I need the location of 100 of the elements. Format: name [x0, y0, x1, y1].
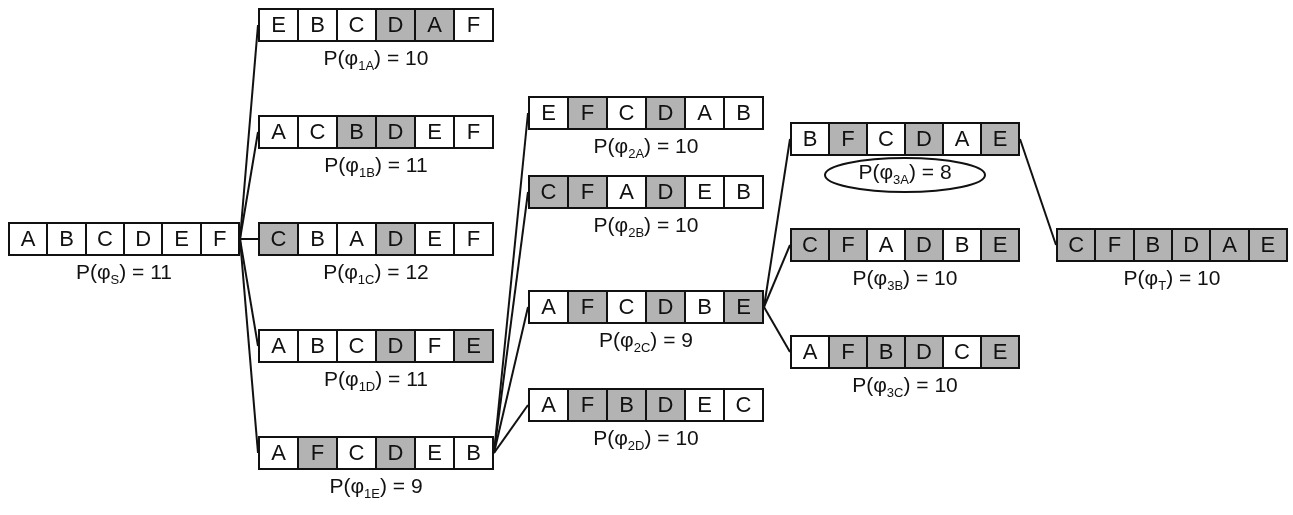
- letter-cell: B: [453, 438, 492, 468]
- letter-cell-text: A: [801, 338, 819, 366]
- probability-label: P(φ$_{S}$) = 11: [76, 260, 172, 288]
- connector-line: [763, 244, 791, 308]
- highlighted-letter-cell: D: [645, 177, 684, 207]
- letter-cell-text: A: [270, 118, 287, 146]
- highlighted-letter-cell: F: [828, 124, 866, 154]
- highlighted-letter-cell: D: [1171, 230, 1210, 260]
- letter-cell-text: A: [540, 391, 557, 419]
- letter-cell: E: [414, 438, 453, 468]
- highlighted-letter-cell: C: [530, 177, 567, 207]
- letter-cell: A: [684, 98, 723, 128]
- letter-cell-text: E: [540, 99, 557, 127]
- highlighted-letter-cell: D: [645, 292, 684, 322]
- permutation-row: [258, 8, 494, 42]
- letter-cell: E: [414, 224, 453, 254]
- permutation-row: [1056, 228, 1288, 262]
- permutation-row: [258, 115, 494, 149]
- permutation-row: [528, 175, 764, 209]
- highlighted-letter-cell: C: [792, 230, 828, 260]
- highlighted-letter-cell: E: [1247, 230, 1286, 260]
- highlighted-letter-cell: D: [645, 390, 684, 420]
- highlighted-letter-cell: F: [828, 230, 866, 260]
- letter-cell-text: A: [540, 293, 557, 321]
- probability-label: P(φ$_{2B}$) = 10: [593, 213, 699, 241]
- permutation-row: [790, 228, 1020, 262]
- letter-cell: E: [161, 224, 200, 254]
- permutation-row: [528, 290, 764, 324]
- letter-cell-text: A: [270, 439, 287, 467]
- highlighted-letter-cell: D: [375, 438, 414, 468]
- highlighted-letter-cell: B: [336, 117, 375, 147]
- letter-cell: E: [684, 177, 723, 207]
- highlighted-letter-cell: E: [980, 230, 1018, 260]
- probability-label: P(φ$_{2A}$) = 10: [593, 134, 699, 162]
- letter-cell: B: [297, 224, 336, 254]
- highlighted-letter-cell: D: [904, 230, 942, 260]
- probability-label: P(φ$_{3A}$) = 8: [858, 160, 952, 188]
- probability-label: P(φ$_{T}$) = 10: [1123, 266, 1221, 294]
- permutation-row: [790, 122, 1020, 156]
- letter-cell-text: B: [801, 125, 819, 153]
- highlighted-letter-cell: B: [606, 390, 645, 420]
- letter-cell: B: [723, 177, 762, 207]
- connector-line: [493, 404, 529, 454]
- letter-cell: E: [684, 390, 723, 420]
- highlighted-letter-cell: B: [1132, 230, 1171, 260]
- probability-label: P(φ$_{2C}$) = 9: [599, 328, 693, 356]
- highlighted-letter-cell: F: [567, 177, 606, 207]
- highlighted-letter-cell: B: [866, 337, 904, 367]
- probability-label: P(φ$_{1B}$) = 11: [324, 153, 428, 181]
- letter-cell: D: [123, 224, 162, 254]
- highlighted-letter-cell: F: [297, 438, 336, 468]
- highlighted-letter-cell: F: [828, 337, 866, 367]
- letter-cell-text: A: [19, 225, 37, 253]
- highlighted-letter-cell: D: [375, 117, 414, 147]
- highlighted-letter-cell: D: [375, 331, 414, 361]
- highlighted-letter-cell: E: [980, 124, 1018, 154]
- letter-cell: E: [414, 117, 453, 147]
- probability-label: P(φ$_{2D}$) = 10: [593, 426, 699, 454]
- connector-line: [239, 238, 259, 240]
- letter-cell: F: [453, 117, 492, 147]
- probability-label: P(φ$_{1C}$) = 12: [323, 260, 429, 288]
- highlighted-letter-cell: A: [414, 10, 453, 40]
- highlighted-letter-cell: C: [1058, 230, 1095, 260]
- letter-cell: C: [723, 390, 762, 420]
- permutation-row: [528, 96, 764, 130]
- probability-label: P(φ$_{3B}$) = 10: [852, 266, 958, 294]
- letter-cell: B: [297, 10, 336, 40]
- highlighted-letter-cell: E: [723, 292, 762, 322]
- permutation-row: [258, 329, 494, 363]
- highlighted-letter-cell: D: [375, 10, 414, 40]
- probability-label: P(φ$_{3C}$) = 10: [852, 373, 958, 401]
- letter-cell: C: [84, 224, 123, 254]
- letter-cell: B: [46, 224, 85, 254]
- probability-label: P(φ$_{1E}$) = 9: [329, 474, 423, 502]
- permutation-row: [528, 388, 764, 422]
- letter-cell-text: E: [270, 11, 287, 39]
- highlighted-letter-cell: D: [645, 98, 684, 128]
- letter-cell: F: [453, 224, 492, 254]
- highlighted-letter-cell: E: [453, 331, 492, 361]
- highlighted-letter-cell: C: [260, 224, 297, 254]
- letter-cell-text: A: [270, 332, 287, 360]
- probability-label: P(φ$_{1D}$) = 11: [324, 367, 428, 395]
- permutation-row: [8, 222, 240, 256]
- highlighted-letter-cell: A: [1209, 230, 1248, 260]
- permutation-row: [790, 335, 1020, 369]
- highlighted-letter-cell: D: [375, 224, 414, 254]
- permutation-row: [258, 436, 494, 470]
- probability-label: P(φ$_{1A}$) = 10: [323, 46, 429, 74]
- letter-cell: B: [723, 98, 762, 128]
- highlighted-letter-cell: F: [1094, 230, 1133, 260]
- highlighted-letter-cell: E: [980, 337, 1018, 367]
- connector-line: [763, 306, 791, 353]
- highlighted-letter-cell: F: [567, 98, 606, 128]
- permutation-row: [258, 222, 494, 256]
- letter-cell: F: [199, 224, 238, 254]
- highlighted-letter-cell: D: [904, 337, 942, 367]
- highlighted-letter-cell: F: [567, 292, 606, 322]
- highlighted-letter-cell: D: [904, 124, 942, 154]
- letter-cell: B: [297, 331, 336, 361]
- letter-cell: F: [453, 10, 492, 40]
